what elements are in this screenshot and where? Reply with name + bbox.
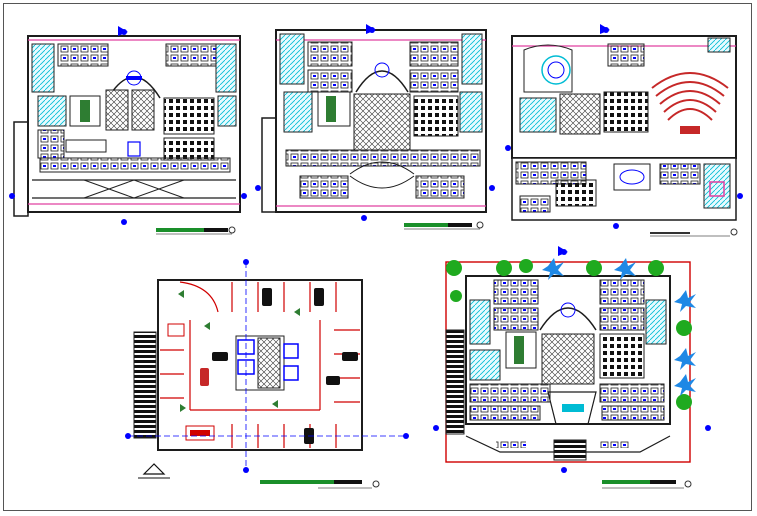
plan-third-floor <box>505 24 743 237</box>
plan-ground-floor <box>433 246 711 489</box>
sheet-border <box>3 3 752 511</box>
palm-row <box>542 258 696 396</box>
plan-basement-parking <box>125 259 409 489</box>
plan-first-floor <box>9 26 247 235</box>
plan-second-floor <box>255 24 495 230</box>
tree-row <box>446 259 692 410</box>
